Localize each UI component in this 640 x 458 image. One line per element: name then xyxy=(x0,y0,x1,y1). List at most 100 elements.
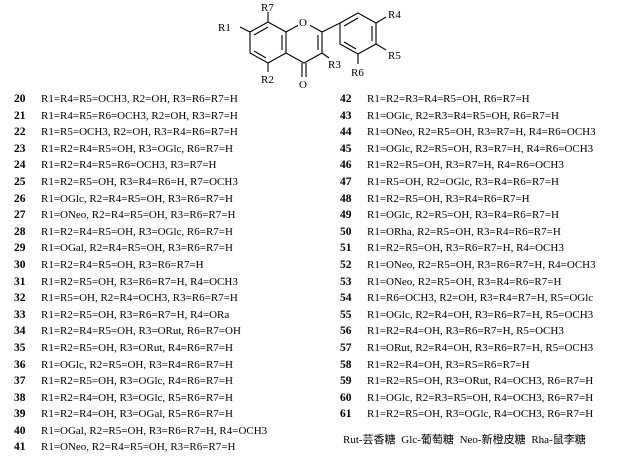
compound-substituents: R1=R2=R5=OH, R3=OGlc, R4=R6=R7=H xyxy=(41,375,233,388)
compound-number: 20 xyxy=(14,93,26,105)
compound-number: 31 xyxy=(14,275,26,288)
compound-substituents: R1=R2=R5=OH, R3=R4=R6=R7=H xyxy=(367,192,530,205)
compound-number: 25 xyxy=(14,175,26,188)
compound-number: 47 xyxy=(340,175,352,188)
compound-number: 54 xyxy=(340,292,352,305)
compound-number: 43 xyxy=(340,109,352,122)
compound-substituents: R1=OGlc, R2=R3=R4=R5=OH, R6=R7=H xyxy=(367,109,559,122)
compound-number: 40 xyxy=(14,424,26,437)
compound-row: 26 R1=OGlc, R2=R4=R5=OH, R3=R6=R7=H xyxy=(14,191,267,208)
compound-row: 22 R1=R5=OCH3, R2=OH, R3=R4=R6=R7=H xyxy=(14,124,267,141)
compound-number: 58 xyxy=(340,358,352,371)
compound-row: 47 R1=R5=OH, R2=OGlc, R3=R4=R6=R7=H xyxy=(340,174,596,191)
compound-number: 45 xyxy=(340,142,352,155)
compound-substituents: R1=OGlc, R2=R5=OH, R3=R4=R6=R7=H xyxy=(367,209,559,222)
compound-number: 26 xyxy=(14,192,26,205)
compound-row: 32 R1=R5=OH, R2=R4=OCH3, R3=R6=R7=H xyxy=(14,290,267,307)
compound-substituents: R1=R2=R5=OH, R3=R7=H, R4=R6=OCH3 xyxy=(367,159,564,172)
compound-substituents: R1=R2=R4=OH, R3=OGlc, R5=R6=R7=H xyxy=(41,391,233,404)
r6-label: R6 xyxy=(351,67,364,79)
compound-number: 60 xyxy=(340,391,352,404)
compound-substituents: R1=R2=R4=OH, R3=R6=R7=H, R5=OCH3 xyxy=(367,325,564,338)
compound-row: 46 R1=R2=R5=OH, R3=R7=H, R4=R6=OCH3 xyxy=(340,157,596,174)
compound-substituents: R1=OGlc, R2=R4=R5=OH, R3=R6=R7=H xyxy=(41,192,233,205)
compound-number: 30 xyxy=(14,258,26,271)
compound-substituents: R1=R2=R4=OH, R3=OGal, R5=R6=R7=H xyxy=(41,408,233,421)
compound-number: 32 xyxy=(14,292,26,305)
compound-row: 39 R1=R2=R4=OH, R3=OGal, R5=R6=R7=H xyxy=(14,406,267,423)
compound-substituents: R1=R5=OCH3, R2=OH, R3=R4=R6=R7=H xyxy=(41,126,238,139)
compound-number: 34 xyxy=(14,325,26,338)
compound-substituents: R1=ONeo, R2=R4=R5=OH, R3=R6=R7=H xyxy=(41,441,236,454)
r4-label: R4 xyxy=(388,9,401,21)
compound-number: 21 xyxy=(14,109,26,122)
compound-number: 35 xyxy=(14,341,26,354)
compound-row: 41 R1=ONeo, R2=R4=R5=OH, R3=R6=R7=H xyxy=(14,439,267,456)
compound-number: 41 xyxy=(14,441,26,454)
compound-substituents: R1=ORha, R2=R5=OH, R3=R4=R6=R7=H xyxy=(367,225,561,238)
compound-number: 22 xyxy=(14,126,26,139)
compound-substituents: R1=R2=R3=R4=R5=OH, R6=R7=H xyxy=(367,93,530,105)
compound-substituents: R1=R2=R5=OH, R3=R6=R7=H, R4=OCH3 xyxy=(41,275,238,288)
compound-substituents: R1=ONeo, R2=R5=OH, R3=R6=R7=H, R4=OCH3 xyxy=(367,258,596,271)
compound-substituents: R1=R6=OCH3, R2=OH, R3=R4=R7=H, R5=OGlc xyxy=(367,292,594,305)
compound-substituents: R1=ONeo, R2=R5=OH, R3=R7=H, R4=R6=OCH3 xyxy=(367,126,596,139)
compound-number: 37 xyxy=(14,375,26,388)
compound-substituents: R1=R5=OH, R2=R4=OCH3, R3=R6=R7=H xyxy=(41,292,238,305)
compound-number: 49 xyxy=(340,209,352,222)
compound-number: 29 xyxy=(14,242,26,255)
r7-label: R7 xyxy=(261,2,274,14)
flavone-core-structure: O O R7 R1 R2 R3 R4 R5 R6 xyxy=(218,2,401,91)
compound-substituents: R1=R2=R5=OH, R3=OGlc, R4=OCH3, R6=R7=H xyxy=(367,408,594,421)
carbonyl-oxygen-label: O xyxy=(299,79,307,91)
compound-substituents: R1=R2=R5=OH, R3=ORut, R4=R6=R7=H xyxy=(41,341,233,354)
compound-row: 31 R1=R2=R5=OH, R3=R6=R7=H, R4=OCH3 xyxy=(14,274,267,291)
compound-number: 53 xyxy=(340,275,352,288)
compound-number: 56 xyxy=(340,325,352,338)
compound-number: 50 xyxy=(340,225,352,238)
compound-number: 39 xyxy=(14,408,26,421)
compound-number: 23 xyxy=(14,142,26,155)
compound-number: 33 xyxy=(14,308,26,321)
compound-row: 50 R1=ORha, R2=R5=OH, R3=R4=R6=R7=H xyxy=(340,224,596,241)
compound-number: 42 xyxy=(340,93,352,105)
compound-row: 35 R1=R2=R5=OH, R3=ORut, R4=R6=R7=H xyxy=(14,340,267,357)
ring-oxygen-label: O xyxy=(299,17,307,29)
r5-label: R5 xyxy=(388,50,401,62)
compound-substituents: R1=R2=R4=R5=R6=OCH3, R3=R7=H xyxy=(41,159,217,172)
compound-substituents: R1=R5=OH, R2=OGlc, R3=R4=R6=R7=H xyxy=(367,175,559,188)
compound-substituents: R1=R2=R4=R5=OH, R3=OGlc, R6=R7=H xyxy=(41,225,233,238)
compound-substituents: R1=R2=R5=OH, R3=ORut, R4=OCH3, R6=R7=H xyxy=(367,375,594,388)
compound-row: 43 R1=OGlc, R2=R3=R4=R5=OH, R6=R7=H xyxy=(340,108,596,125)
compound-number: 46 xyxy=(340,159,352,172)
r3-label: R3 xyxy=(328,59,341,71)
compound-number: 36 xyxy=(14,358,26,371)
sugar-abbreviation-legend: Rut-芸香糖 Glc-葡萄糖 Neo-新橙皮糖 Rha-鼠李糖 xyxy=(343,434,586,446)
compound-number: 27 xyxy=(14,209,26,222)
compound-substituents: R1=ORut, R2=R4=OH, R3=R6=R7=H, R5=OCH3 xyxy=(367,341,594,354)
compound-row: 56 R1=R2=R4=OH, R3=R6=R7=H, R5=OCH3 xyxy=(340,323,596,340)
